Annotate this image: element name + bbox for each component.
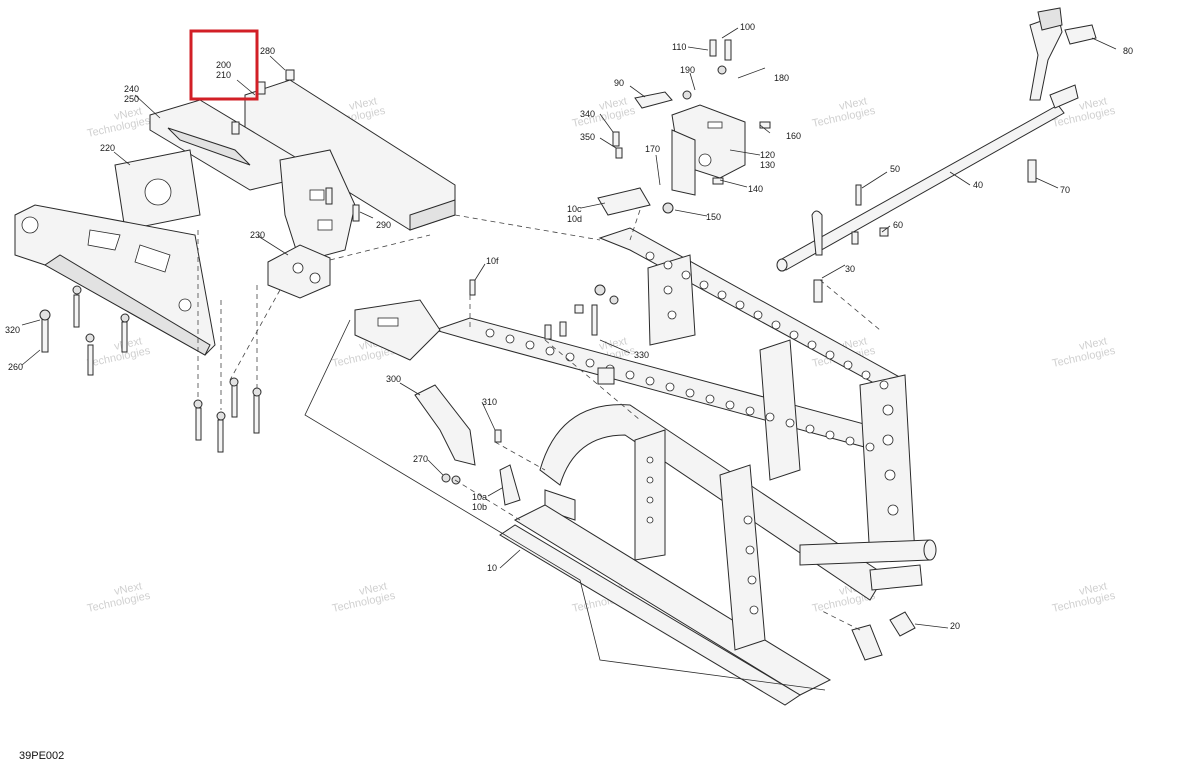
- callout-120[interactable]: 120: [760, 150, 775, 160]
- frame-group-outline: [304, 319, 826, 691]
- callout-50[interactable]: 50: [890, 164, 900, 174]
- callout-80[interactable]: 80: [1123, 46, 1133, 56]
- callout-70[interactable]: 70: [1060, 185, 1070, 195]
- callout-210[interactable]: 210: [216, 70, 231, 80]
- callout-220[interactable]: 220: [100, 143, 115, 153]
- assembly-dashes-left: [197, 214, 601, 410]
- callout-260[interactable]: 260: [8, 362, 23, 372]
- callout-290[interactable]: 290: [376, 220, 391, 230]
- callout-40[interactable]: 40: [973, 180, 983, 190]
- skid-plate-300[interactable]: [414, 384, 476, 466]
- watermark-text: vNext: [348, 95, 378, 113]
- assembly-dashes-center: [454, 209, 881, 631]
- callout-10f[interactable]: 10f: [486, 256, 499, 266]
- callout-200[interactable]: 200: [216, 60, 231, 70]
- main-frame[interactable]: [354, 227, 937, 706]
- callout-110[interactable]: 110: [672, 42, 686, 52]
- link-plate-20[interactable]: [851, 611, 916, 661]
- callout-90[interactable]: 90: [614, 78, 624, 88]
- callout-labels: 200 210 280 240 250 220 230 290 320 260 …: [5, 22, 1133, 631]
- watermark-text: vNext: [113, 335, 143, 353]
- callout-280[interactable]: 280: [260, 46, 275, 56]
- mount-plate-230[interactable]: [267, 244, 331, 299]
- callout-320[interactable]: 320: [5, 325, 20, 335]
- watermark-text: vNext: [358, 580, 388, 598]
- callout-250[interactable]: 250: [124, 94, 139, 104]
- callout-10b[interactable]: 10b: [472, 502, 487, 512]
- callout-10c[interactable]: 10c: [567, 204, 582, 214]
- callout-240[interactable]: 240: [124, 84, 139, 94]
- callout-140[interactable]: 140: [748, 184, 763, 194]
- fastener-group-center[interactable]: [441, 279, 619, 485]
- callout-300[interactable]: 300: [386, 374, 401, 384]
- front-mount-bracket[interactable]: [114, 79, 456, 263]
- callout-270[interactable]: 270: [413, 454, 428, 464]
- pedal-shaft-assembly[interactable]: [776, 7, 1097, 303]
- watermark-text: vNext: [1078, 580, 1108, 598]
- callout-150[interactable]: 150: [706, 212, 721, 222]
- bracket-10a[interactable]: [499, 464, 521, 506]
- callout-130[interactable]: 130: [760, 160, 775, 170]
- callout-30[interactable]: 30: [845, 264, 855, 274]
- watermark-text: vNext: [838, 95, 868, 113]
- callout-310[interactable]: 310: [482, 397, 497, 407]
- pedal-bracket[interactable]: [597, 39, 771, 216]
- watermark-text: vNext: [113, 105, 143, 123]
- watermark-text: vNext: [1078, 95, 1108, 113]
- callout-350[interactable]: 350: [580, 132, 595, 142]
- callout-330[interactable]: 330: [634, 350, 649, 360]
- callout-340[interactable]: 340: [580, 109, 595, 119]
- fastener-group-left[interactable]: [39, 69, 360, 453]
- watermark-text: vNext: [598, 95, 628, 113]
- frame-holes: [485, 251, 899, 615]
- callout-60[interactable]: 60: [893, 220, 903, 230]
- highlight-box: [189, 29, 259, 101]
- callout-20[interactable]: 20: [950, 621, 960, 631]
- callout-100[interactable]: 100: [740, 22, 755, 32]
- callout-10[interactable]: 10: [487, 563, 497, 573]
- callout-190[interactable]: 190: [680, 65, 695, 75]
- callout-160[interactable]: 160: [786, 131, 801, 141]
- watermark-text: vNext: [1078, 335, 1108, 353]
- left-side-rail[interactable]: [14, 204, 216, 356]
- callout-10d[interactable]: 10d: [567, 214, 582, 224]
- callout-170[interactable]: 170: [645, 144, 660, 154]
- callout-leaders: [21, 27, 1117, 629]
- watermark-text: vNext: [113, 580, 143, 598]
- diagram-id-label: 39PE002: [19, 750, 65, 762]
- callout-180[interactable]: 180: [774, 73, 789, 83]
- callout-10a[interactable]: 10a: [472, 492, 487, 502]
- callout-230[interactable]: 230: [250, 230, 265, 240]
